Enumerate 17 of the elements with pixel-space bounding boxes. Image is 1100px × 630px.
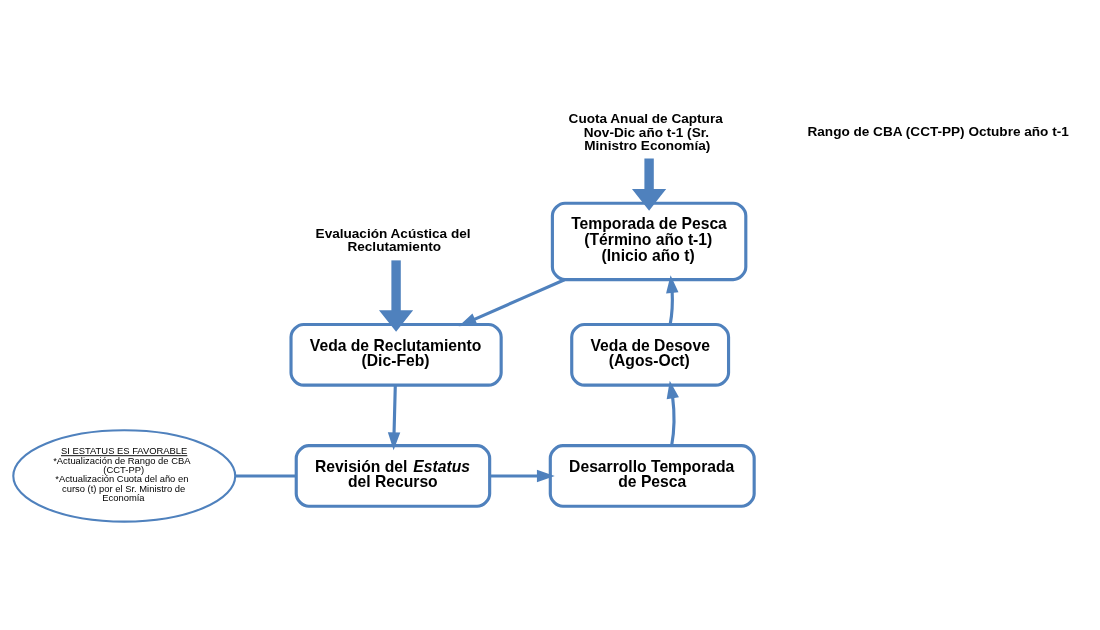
- node-text: Cuota Anual de Captura Nov-Dic año t-1 (Sr. Ministro Economía): [568, 110, 723, 153]
- label: Rango de CBA (CCT-PP) Octubre año t-1: [807, 123, 1069, 139]
- node-text: Evaluación Acústica del Reclutamiento: [315, 225, 471, 254]
- arrow: [378, 259, 414, 332]
- node-box: Revisión del Estatus del Recurso: [294, 443, 492, 508]
- arrow: [631, 158, 667, 211]
- node-box: Desarrollo Temporada de Pesca: [548, 443, 756, 508]
- connector: [235, 473, 297, 478]
- arrow: [666, 380, 679, 446]
- node-box: Temporada de Pesca (Término año t-1) (Inicio año t): [550, 201, 748, 281]
- arrow: [489, 469, 555, 482]
- arrow: [666, 274, 679, 325]
- node-box: Veda de Reclutamiento (Dic-Feb): [289, 322, 503, 387]
- node-ellipse: SI ESTATUS ES FAVORABLE *Actualización de Rango de CBA (CCT-PP) *Actualización Cuota del año en curso (t) por el Sr. Ministro de Economía: [12, 428, 237, 523]
- arrow: [458, 277, 566, 326]
- node-box: Veda de Desove (Agos-Oct): [570, 322, 731, 387]
- arrow: [387, 384, 401, 450]
